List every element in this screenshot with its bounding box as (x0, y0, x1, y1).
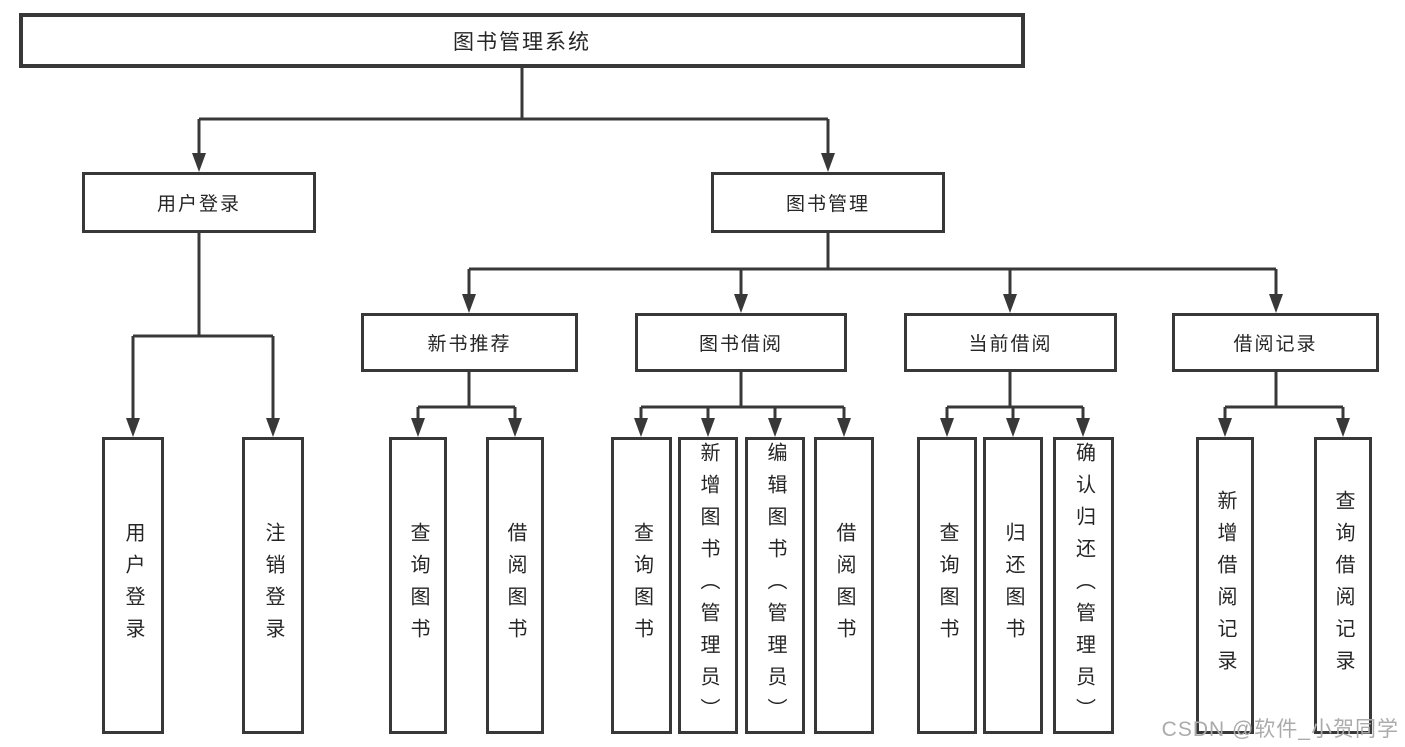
node-root-label: 图书管理系统 (453, 30, 591, 54)
leaf-logout-label: 注销登录 (262, 521, 284, 650)
leaf-add-book-admin-label: 新增图书（管理员） (697, 441, 719, 730)
leaf-add-borrow-record-label: 新增借阅记录 (1214, 489, 1236, 682)
node-book-borrow-label: 图书借阅 (698, 334, 783, 355)
leaf-borrow-query-books-label: 查询图书 (630, 521, 653, 650)
leaf-user-login: 用户登录 (102, 437, 164, 734)
node-current-borrow: 当前借阅 (904, 313, 1117, 372)
leaf-confirm-return-admin-label: 确认归还（管理员） (1072, 441, 1095, 730)
node-borrow-records: 借阅记录 (1172, 313, 1379, 372)
leaf-edit-book-admin-label: 编辑图书（管理员） (764, 441, 786, 730)
leaf-logout: 注销登录 (242, 437, 304, 734)
leaf-user-login-label: 用户登录 (122, 521, 144, 650)
leaf-recommend-query-books-label: 查询图书 (407, 521, 429, 650)
node-book-management-label: 图书管理 (785, 194, 870, 215)
node-new-book-recommend: 新书推荐 (361, 313, 578, 372)
leaf-return-book: 归还图书 (983, 437, 1043, 734)
node-user-login-label: 用户登录 (156, 194, 241, 215)
node-user-login: 用户登录 (82, 172, 316, 233)
leaf-borrow-borrow-books-label: 借阅图书 (833, 521, 855, 650)
node-current-borrow-label: 当前借阅 (968, 334, 1053, 355)
leaf-current-query-books-label: 查询图书 (936, 521, 958, 650)
leaf-return-book-label: 归还图书 (1002, 521, 1024, 650)
leaf-add-borrow-record: 新增借阅记录 (1196, 437, 1254, 734)
node-new-book-recommend-label: 新书推荐 (427, 334, 512, 355)
node-borrow-records-label: 借阅记录 (1233, 334, 1318, 355)
node-root: 图书管理系统 (19, 13, 1025, 68)
leaf-current-query-books: 查询图书 (917, 437, 977, 734)
leaf-recommend-borrow-books-label: 借阅图书 (504, 521, 526, 650)
leaf-query-borrow-record: 查询借阅记录 (1314, 437, 1372, 734)
leaf-edit-book-admin: 编辑图书（管理员） (745, 437, 805, 734)
leaf-query-borrow-record-label: 查询借阅记录 (1332, 489, 1354, 682)
leaf-add-book-admin: 新增图书（管理员） (678, 437, 738, 734)
node-book-borrow: 图书借阅 (635, 313, 847, 372)
leaf-recommend-query-books: 查询图书 (389, 437, 447, 734)
leaf-borrow-query-books: 查询图书 (611, 437, 672, 734)
node-book-management: 图书管理 (711, 172, 945, 233)
leaf-confirm-return-admin: 确认归还（管理员） (1053, 437, 1114, 734)
leaf-borrow-borrow-books: 借阅图书 (814, 437, 874, 734)
leaf-recommend-borrow-books: 借阅图书 (486, 437, 544, 734)
watermark: CSDN @软件_小贺同学 (1161, 718, 1399, 741)
